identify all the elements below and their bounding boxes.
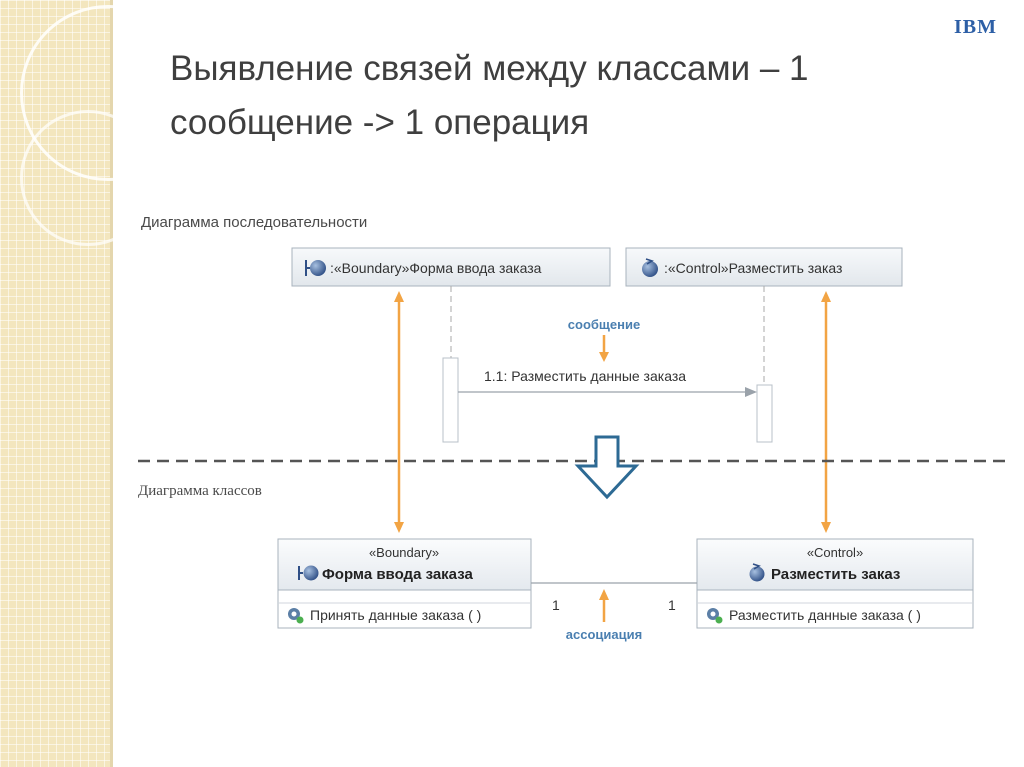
boundary-activation-bar [442,357,459,443]
control-class-name: Разместить заказ [771,566,900,583]
boundary-class-name: Форма ввода заказа [322,566,473,583]
decorative-ring [20,110,156,246]
title-line-1: Выявление связей между классами – 1 [170,49,809,88]
control-mapping-arrow [821,291,831,533]
boundary-stereotype: «Boundary» [369,545,439,560]
message-arrow [458,387,757,397]
control-class-icon [749,563,765,582]
control-header-text: :«Control»Разместить заказ [664,260,842,276]
control-activation-bar [756,384,773,443]
message-callout-arrow [599,335,609,362]
boundary-class-icon [298,565,319,581]
control-lifeline-header: :«Control»Разместить заказ [625,247,903,287]
boundary-lifeline-header: :«Boundary»Форма ввода заказа [291,247,611,287]
slide-title: Выявление связей между классами – 1 сооб… [170,42,950,150]
association-callout: ассоциация [566,627,642,642]
boundary-icon [305,260,326,276]
title-line-2: сообщение -> 1 операция [170,103,590,142]
operation-gear-icon [288,608,304,624]
sidebar-divider [110,0,113,767]
message-callout: сообщение [568,317,640,332]
control-class-box: «Control» Разместить заказ Разместить да… [696,538,974,629]
control-icon [642,258,658,277]
right-multiplicity: 1 [668,597,676,613]
boundary-mapping-arrow [394,291,404,533]
class-diagram-label: Диаграмма классов [138,483,262,499]
boundary-class-box: «Boundary» Форма ввода заказа Принять да… [277,538,532,629]
sequence-diagram-label: Диаграмма последовательности [141,214,367,231]
control-operation: Разместить данные заказа ( ) [729,607,921,623]
left-multiplicity: 1 [552,597,560,613]
boundary-operation: Принять данные заказа ( ) [310,607,481,623]
ibm-logo: IBM [954,16,997,38]
operation-gear-icon [707,608,723,624]
control-stereotype: «Control» [807,545,863,560]
association-callout-arrow [599,589,609,622]
message-label: 1.1: Разместить данные заказа [484,368,686,384]
boundary-header-text: :«Boundary»Форма ввода заказа [330,260,542,276]
down-arrow-icon [574,435,640,500]
